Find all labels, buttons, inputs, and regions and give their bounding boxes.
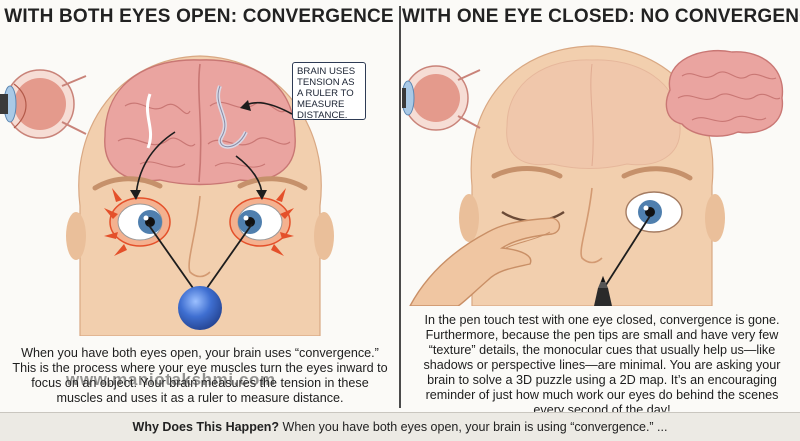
right-panel-caption: In the pen touch test with one eye close… <box>423 313 781 412</box>
hand <box>409 217 561 306</box>
brain-fold-2 <box>117 137 196 147</box>
eyeball-side-view-r <box>402 65 481 131</box>
eye-left <box>109 197 171 247</box>
convergence-illustration <box>0 55 334 336</box>
ear-left-r <box>459 194 479 242</box>
footer-bar: Why Does This Happen? When you have both… <box>0 412 800 441</box>
eyebrow-right <box>237 176 308 191</box>
brain-fold-3 <box>209 101 287 113</box>
left-panel: WITH BOTH EYES OPEN: CONVERGENCE <box>0 0 398 412</box>
nerve-pathway <box>145 93 153 149</box>
arrow-brain-to-left-eye <box>135 131 176 197</box>
pen-tip <box>594 276 612 306</box>
right-panel: WITH ONE EYE CLOSED: NO CONVERGENCE <box>402 0 800 412</box>
footer-lead: Why Does This Happen? <box>132 420 280 434</box>
right-panel-title: WITH ONE EYE CLOSED: NO CONVERGENCE <box>402 6 800 27</box>
brain-fold-center <box>198 63 202 183</box>
eyebrow-left <box>92 176 163 191</box>
watermark: www.maniotakshmi.com <box>66 370 276 389</box>
target-ball <box>178 286 222 330</box>
eye-right <box>229 197 291 247</box>
panel-divider <box>399 6 401 408</box>
brain-fold-1 <box>124 102 191 114</box>
brain-tension-callout: BRAIN USES TENSION AS A RULER TO MEASURE… <box>292 62 366 121</box>
ear-left <box>66 212 86 260</box>
muscle-tension-arrows <box>104 188 294 256</box>
footer-text: When you have both eyes open, your brain… <box>279 420 668 434</box>
no-convergence-illustration <box>402 45 784 306</box>
ear-right <box>314 212 334 260</box>
left-panel-caption: When you have both eyes open, your brain… <box>12 346 388 405</box>
floating-brain <box>665 49 784 137</box>
nose <box>188 195 211 278</box>
open-eye <box>625 191 683 233</box>
faint-brain <box>506 59 681 169</box>
ear-right-r <box>705 194 725 242</box>
line-of-sight-single <box>603 215 651 289</box>
left-panel-title: WITH BOTH EYES OPEN: CONVERGENCE <box>4 6 394 27</box>
eyeball-side-view <box>0 69 87 139</box>
brain-fold-5 <box>139 161 186 168</box>
brain-fold-6 <box>214 162 266 168</box>
